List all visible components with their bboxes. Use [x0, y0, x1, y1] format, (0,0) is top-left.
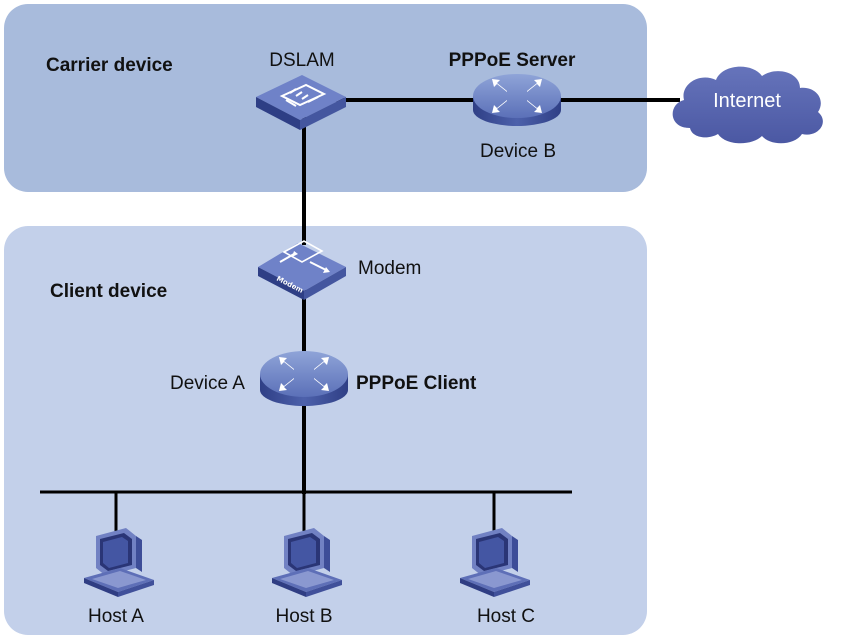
device-a-role-label: PPPoE Client [356, 373, 477, 394]
dslam-icon [256, 75, 346, 130]
carrier-region-label: Carrier device [46, 55, 173, 76]
internet-label: Internet [713, 90, 781, 112]
host-a-label: Host A [88, 606, 144, 627]
host-c-label: Host C [477, 606, 535, 627]
device-b-label: Device B [480, 141, 556, 162]
host-b-label: Host B [275, 606, 332, 627]
device-a-router-icon [260, 351, 348, 406]
client-region-label: Client device [50, 281, 167, 302]
dslam-label: DSLAM [269, 50, 334, 71]
device-b-router-icon [473, 74, 561, 126]
device-a-label: Device A [170, 373, 245, 394]
device-b-role-label: PPPoE Server [449, 50, 576, 71]
modem-label: Modem [358, 258, 421, 279]
internet-cloud-icon [672, 66, 823, 144]
modem-icon: Modem [258, 240, 346, 300]
